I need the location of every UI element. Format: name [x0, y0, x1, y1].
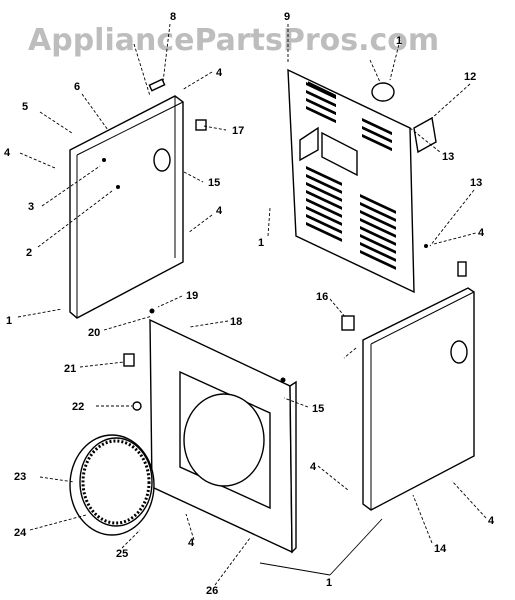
vent-slot	[360, 250, 396, 270]
vent-slot	[306, 214, 342, 234]
door-ring	[69, 434, 155, 536]
left-side-panel	[69, 95, 184, 319]
callout-3: 3	[28, 201, 34, 213]
callout-26: 26	[206, 585, 218, 597]
callout-13-lower: 13	[470, 177, 482, 189]
callout-4-top: 4	[216, 67, 223, 79]
front-panel	[149, 318, 297, 554]
callout-20: 20	[88, 327, 100, 339]
callout-4-right-upper: 4	[478, 227, 485, 239]
callout-15-lower: 15	[312, 403, 324, 415]
callout-4-bottom: 4	[188, 537, 195, 549]
callout-14: 14	[434, 543, 447, 555]
callout-12: 12	[464, 71, 476, 83]
vent-slot	[360, 242, 396, 262]
vent-slot	[306, 182, 342, 202]
callout-15-upper: 15	[208, 177, 220, 189]
vent-slot	[362, 126, 392, 144]
callout-4-front-right: 4	[310, 461, 317, 473]
callout-22: 22	[72, 401, 84, 413]
callout-9: 9	[284, 11, 290, 23]
vent-slot	[306, 206, 342, 226]
callout-17: 17	[232, 125, 244, 137]
vent-slot	[306, 190, 342, 210]
vent-slot	[362, 134, 392, 152]
vent-slot	[306, 106, 336, 124]
callout-24: 24	[14, 527, 27, 539]
vent-slot	[306, 98, 336, 116]
vent-slot	[306, 90, 336, 108]
vent-slot	[360, 194, 396, 214]
vent-slot	[306, 222, 342, 242]
vent-slot	[360, 234, 396, 254]
callout-19: 19	[186, 290, 198, 302]
callout-8: 8	[170, 11, 176, 23]
callout-labels: 8 9 1 4 5 6 12 17 4 13 15 13 3 4 4 1 2 1…	[4, 11, 495, 597]
callout-1-rear: 1	[396, 35, 402, 47]
callout-6: 6	[74, 81, 80, 93]
callout-1-bottom: 1	[326, 577, 332, 589]
vent-slot	[362, 118, 392, 136]
callout-23: 23	[14, 471, 26, 483]
callout-4-right-lower: 4	[488, 515, 495, 527]
vent-slot	[360, 226, 396, 246]
callout-16: 16	[316, 291, 328, 303]
vent-slot	[360, 218, 396, 238]
callout-21: 21	[64, 363, 76, 375]
callout-2: 2	[26, 247, 32, 259]
rear-panel	[287, 68, 437, 294]
callout-5: 5	[22, 101, 28, 113]
right-side-panel	[362, 287, 475, 511]
small-parts	[123, 78, 467, 411]
callout-25: 25	[116, 548, 128, 560]
leader-lines	[17, 23, 487, 586]
vent-slot	[306, 166, 342, 186]
callout-4-left: 4	[4, 147, 11, 159]
callout-1-left: 1	[6, 315, 12, 327]
callout-13-upper: 13	[442, 151, 454, 163]
vent-slot	[360, 210, 396, 230]
callout-1-mid: 1	[258, 237, 264, 249]
callout-4-mid: 4	[216, 205, 223, 217]
vent-slot	[306, 82, 336, 100]
vent-slot	[306, 174, 342, 194]
vent-slot	[306, 198, 342, 218]
callout-18: 18	[230, 316, 242, 328]
watermark-text: AppliancePartsPros.com	[28, 23, 439, 58]
vent-slot	[360, 202, 396, 222]
